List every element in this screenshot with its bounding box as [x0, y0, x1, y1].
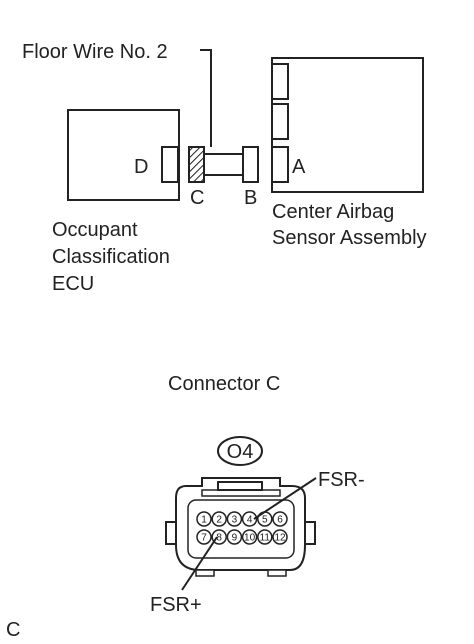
- fsr-minus-label: FSR-: [318, 469, 365, 491]
- fsr-minus-leader-line: [253, 477, 317, 520]
- connector-pin-10: [241, 529, 258, 545]
- fsr-plus-label: FSR+: [150, 594, 202, 616]
- connector-side-tab-right: [304, 521, 316, 545]
- connector-pin-12: [272, 529, 288, 545]
- connector-side-tab-left: [165, 521, 177, 545]
- connector-b-label: B: [244, 187, 257, 209]
- connector-d-socket: [161, 146, 179, 183]
- occupant-ecu-label-line-2: Classification: [52, 246, 170, 268]
- connector-pin-3: [226, 511, 243, 527]
- connector-pin-label-10: 10: [244, 533, 256, 544]
- connector-inner-cavity: [187, 499, 295, 559]
- connector-pin-7: [196, 529, 212, 545]
- airbag-sensor-socket-1: [271, 63, 289, 100]
- connector-pin-1: [196, 511, 212, 527]
- center-airbag-sensor-box: [271, 57, 424, 193]
- connector-b-plug: [242, 146, 259, 183]
- connector-pin-label-2: 2: [216, 515, 222, 526]
- connector-c-plug: [188, 146, 205, 183]
- connector-pin-label-1: 1: [201, 515, 207, 526]
- connector-pin-label-4: 4: [247, 515, 253, 526]
- fsr-plus-leader-line: [181, 536, 218, 591]
- connector-code-label: O4: [227, 441, 254, 463]
- connector-pin-label-8: 8: [216, 533, 222, 544]
- occupant-ecu-label-line-3: ECU: [52, 273, 94, 295]
- connector-d-label: D: [134, 156, 148, 178]
- connector-pin-label-6: 6: [277, 515, 283, 526]
- connector-pin-6: [272, 511, 288, 527]
- connector-body: [175, 477, 306, 571]
- connector-pin-label-9: 9: [232, 533, 238, 544]
- connector-title: Connector C: [168, 373, 280, 395]
- floor-wire-harness: [203, 153, 244, 176]
- airbag-sensor-socket-2: [271, 103, 289, 140]
- connector-pin-11: [257, 529, 273, 545]
- connector-pin-label-11: 11: [260, 533, 271, 544]
- connector-pin-9: [226, 529, 243, 545]
- connector-foot-left: [195, 569, 215, 577]
- connector-c-label: C: [190, 187, 204, 209]
- occupant-ecu-box: [67, 109, 180, 201]
- connector-code-ellipse: [217, 436, 263, 466]
- occupant-ecu-label-line-1: Occupant: [52, 219, 138, 241]
- center-airbag-label-line-1: Center Airbag: [272, 201, 394, 223]
- connector-latch: [217, 481, 263, 491]
- floor-wire-label: Floor Wire No. 2: [22, 41, 168, 63]
- connector-pin-label-3: 3: [232, 515, 238, 526]
- connector-pin-label-7: 7: [201, 533, 207, 544]
- connector-pin-4: [241, 511, 258, 527]
- connector-pin-2: [211, 511, 227, 527]
- connector-pin-label-5: 5: [262, 515, 268, 526]
- connector-a-label: A: [292, 156, 306, 178]
- connector-a-socket: [271, 146, 289, 183]
- corner-mark-label: C: [6, 619, 20, 641]
- connector-foot-right: [267, 569, 287, 577]
- connector-pin-label-12: 12: [274, 533, 286, 544]
- floor-wire-leader-line: [200, 49, 212, 147]
- center-airbag-label-line-2: Sensor Assembly: [272, 227, 427, 249]
- connector-latch-rail: [201, 489, 281, 497]
